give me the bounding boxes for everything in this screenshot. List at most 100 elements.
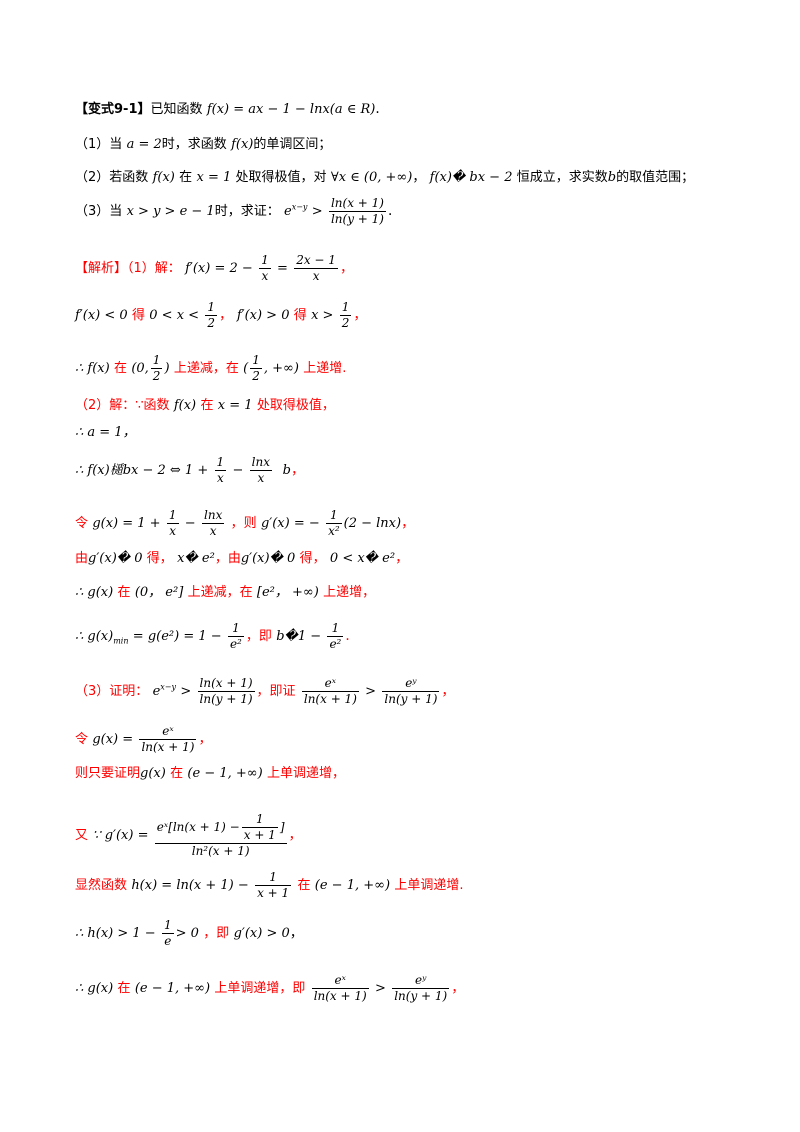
s16-ji: ，即 xyxy=(203,926,230,941)
s1-f1-num: 1 xyxy=(259,253,271,269)
s7-comma: ， xyxy=(401,515,415,531)
s2-b: 0 < x < xyxy=(149,308,200,323)
s8-c: g′(x)� 0 xyxy=(240,551,296,566)
q1-fx: f(x) xyxy=(231,137,254,152)
s12-den: ln(x + 1) xyxy=(141,740,195,754)
s13-zai: 在 xyxy=(170,766,184,781)
s11-head: （3）证明： xyxy=(75,684,149,699)
s17-gt: > xyxy=(375,981,386,996)
s17-n2: eʸ xyxy=(392,973,450,989)
s12-ling: 令 xyxy=(75,732,89,747)
s9-i2: [e²， +∞) xyxy=(256,585,319,600)
s13-tail: 上单调递增， xyxy=(266,766,345,781)
s8-comma: ， xyxy=(395,550,409,566)
s8-de2: 得， xyxy=(299,551,326,566)
s7-f2-den: x xyxy=(209,524,217,538)
s9-zai: 在 xyxy=(117,585,131,600)
s6-minus: − xyxy=(232,463,244,478)
s9-a: ∴ g(x) xyxy=(75,585,114,600)
q3-condition: x > y > e − 1 xyxy=(126,204,215,219)
s11-frac-1: ln(x + 1)ln(y + 1) xyxy=(197,676,255,707)
s3-i2-num: 1 xyxy=(250,353,262,369)
question-1: （1）当 a = 2时，求函数 f(x)的单调区间； xyxy=(75,135,331,154)
s2-comma-1: ， xyxy=(219,307,233,323)
q3-exponent: x−y xyxy=(291,202,308,212)
q3-number: （3）当 xyxy=(75,204,123,219)
s6-b: b xyxy=(282,463,291,478)
s11-d1: ln(y + 1) xyxy=(199,692,253,706)
problem-title-line: 【变式9-1】已知函数 f(x) = ax − 1 − lnx(a ∈ R). xyxy=(75,100,380,119)
q2-forall: ∀x ∈ (0, +∞) xyxy=(330,170,413,185)
s17-d1: ln(x + 1) xyxy=(313,989,367,1003)
s14-num-a: eˣ[ln(x + 1) − xyxy=(156,820,240,834)
s2-de: 得 xyxy=(131,308,145,323)
s15-f-num: 1 xyxy=(255,870,292,886)
s16-comma: ， xyxy=(289,925,304,941)
s12-num: eˣ xyxy=(139,724,197,740)
function-definition: f(x) = ax − 1 − lnx(a ∈ R) xyxy=(206,102,376,117)
s16-b: g′(x) > 0 xyxy=(233,926,290,941)
s3-i1-num: 1 xyxy=(150,353,163,369)
s2-h2-num: 1 xyxy=(339,300,352,316)
q2-text-2: 处取得极值，对 xyxy=(235,170,327,185)
s2-a: f′(x) < 0 xyxy=(75,308,128,323)
s17-comma: ， xyxy=(451,980,465,996)
s3-zai: 在 xyxy=(114,361,128,376)
s3-i1b: ) xyxy=(164,361,170,376)
s10-ji: ，即 xyxy=(245,629,272,644)
solution-line-13: 则只要证明g(x) 在 (e − 1, +∞) 上单调递增， xyxy=(75,764,345,783)
s8-d: 0 < x� e² xyxy=(329,551,396,566)
s1-derivative: f′(x) = 2 − xyxy=(185,261,253,276)
s16-gt: > 0 xyxy=(175,926,199,941)
s11-e: e xyxy=(152,684,161,699)
s3-i1a: (0, xyxy=(131,361,149,376)
problem-tag: 【变式9-1】 xyxy=(75,102,151,117)
s11-esup: x−y xyxy=(160,682,177,692)
s2-de2: 得 xyxy=(293,308,307,323)
s4-head: （2）解：∵函数 xyxy=(75,398,170,413)
s3-i1-den: 2 xyxy=(152,369,161,383)
s3-i2-den: 2 xyxy=(252,369,260,383)
question-2: （2）若函数 f(x) 在 x = 1 处取得极值，对 ∀x ∈ (0, +∞)… xyxy=(75,168,694,187)
q2-inequality: f(x)� bx − 2 xyxy=(429,170,513,185)
s15-a: 显然函数 xyxy=(75,878,128,893)
s12-g: g(x) = xyxy=(92,732,134,747)
s16-f-num: 1 xyxy=(162,918,174,934)
s10-end: . xyxy=(345,628,350,644)
s7-ze: ，则 xyxy=(230,516,257,531)
s7-ling: 令 xyxy=(75,516,89,531)
s17-d2: ln(y + 1) xyxy=(394,989,448,1003)
s15-h: h(x) = ln(x + 1) − xyxy=(131,878,249,893)
s10-a: ∴ g(x) xyxy=(75,629,114,644)
s3-i2b: , +∞) xyxy=(263,361,299,376)
s15-zai: 在 xyxy=(297,878,311,893)
s6-f1-den: x xyxy=(216,471,224,485)
s10-c: b�1 − xyxy=(276,629,322,644)
q3-gt: > xyxy=(311,204,323,219)
s2-d: x > xyxy=(311,308,334,323)
s14-a: ∵ g′(x) = xyxy=(92,828,149,843)
s16-a: ∴ h(x) > 1 − xyxy=(75,926,156,941)
s10-f2-den: e² xyxy=(329,637,342,651)
s11-gt: > xyxy=(180,684,192,699)
s4-tail: 处取得极值， xyxy=(256,398,335,413)
s7-f1-num: 1 xyxy=(166,508,179,524)
s8-you2: ，由 xyxy=(214,551,241,566)
